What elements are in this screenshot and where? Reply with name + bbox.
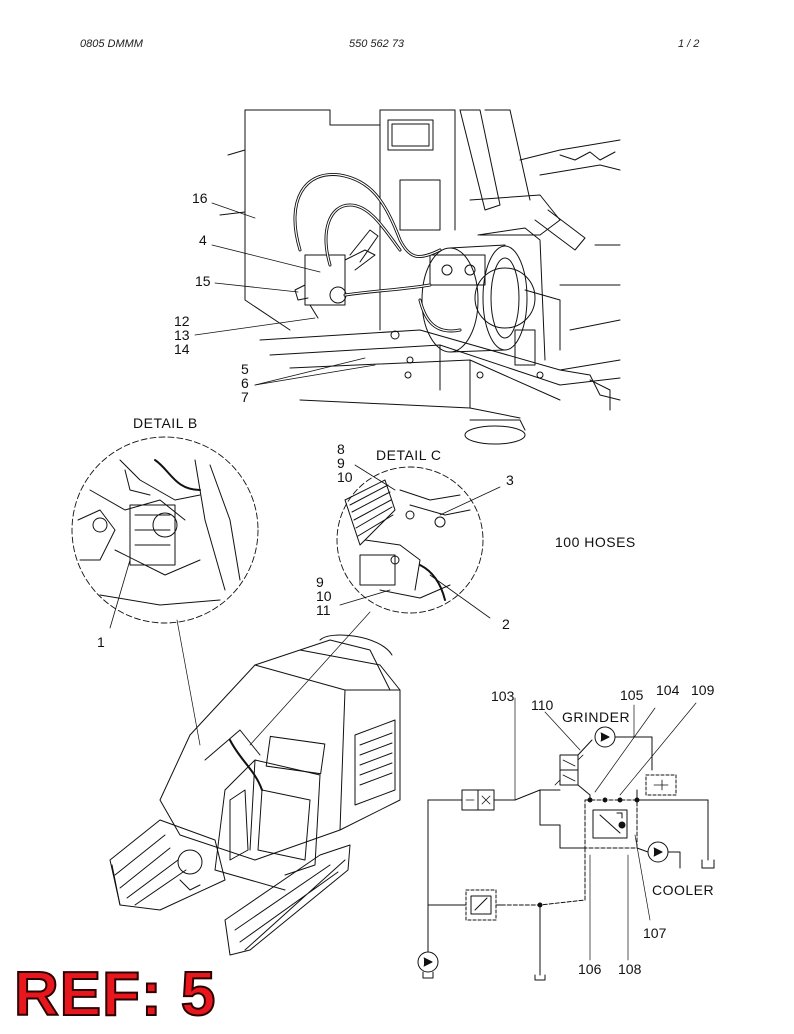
cooler-label: COOLER	[652, 882, 715, 898]
schematic-callout-103: 103	[491, 688, 515, 704]
schematic-callout-104: 104	[656, 682, 680, 698]
detail-c-title: DETAIL C	[376, 447, 442, 463]
schematic-callout-105: 105	[620, 687, 644, 703]
doc-code: 0805 DMMM	[80, 38, 143, 50]
schematic-callout-110: 110	[531, 697, 554, 713]
detail-c-drawing	[336, 464, 501, 619]
callout-9-top: 9	[337, 455, 345, 471]
schematic-callout-106: 106	[578, 961, 602, 977]
callout-7: 7	[241, 389, 249, 405]
schematic-callout-109: 109	[691, 682, 715, 698]
hydraulic-schematic	[417, 697, 715, 981]
callout-5: 5	[241, 361, 249, 377]
callout-10-bottom: 10	[316, 588, 332, 604]
callout-11: 11	[316, 602, 331, 618]
callout-8: 8	[337, 441, 345, 457]
detail-b-title: DETAIL B	[133, 415, 198, 431]
callout-14: 14	[174, 341, 190, 357]
grinder-label: GRINDER	[562, 709, 631, 725]
hoses-note: 100 HOSES	[555, 534, 636, 550]
tracked-machine-illustration	[109, 634, 401, 956]
callout-2: 2	[502, 616, 510, 632]
callout-16: 16	[192, 190, 208, 206]
callout-15: 15	[195, 273, 211, 289]
ref-stamp: REF: 5	[13, 960, 217, 1029]
callout-6: 6	[241, 375, 249, 391]
schematic-callout-108: 108	[618, 961, 642, 977]
callout-3: 3	[506, 472, 514, 488]
page-indicator: 1 / 2	[678, 38, 700, 50]
callout-13: 13	[174, 327, 190, 343]
schematic-callout-107: 107	[643, 925, 667, 941]
detail-b-drawing	[71, 436, 259, 629]
callout-9-bottom: 9	[316, 574, 324, 590]
callout-12: 12	[174, 313, 190, 329]
callout-4: 4	[199, 232, 207, 248]
part-number: 550 562 73	[349, 38, 405, 50]
main-assembly-illustration	[194, 109, 621, 445]
callout-1: 1	[97, 634, 105, 650]
callout-10-top: 10	[337, 469, 353, 485]
